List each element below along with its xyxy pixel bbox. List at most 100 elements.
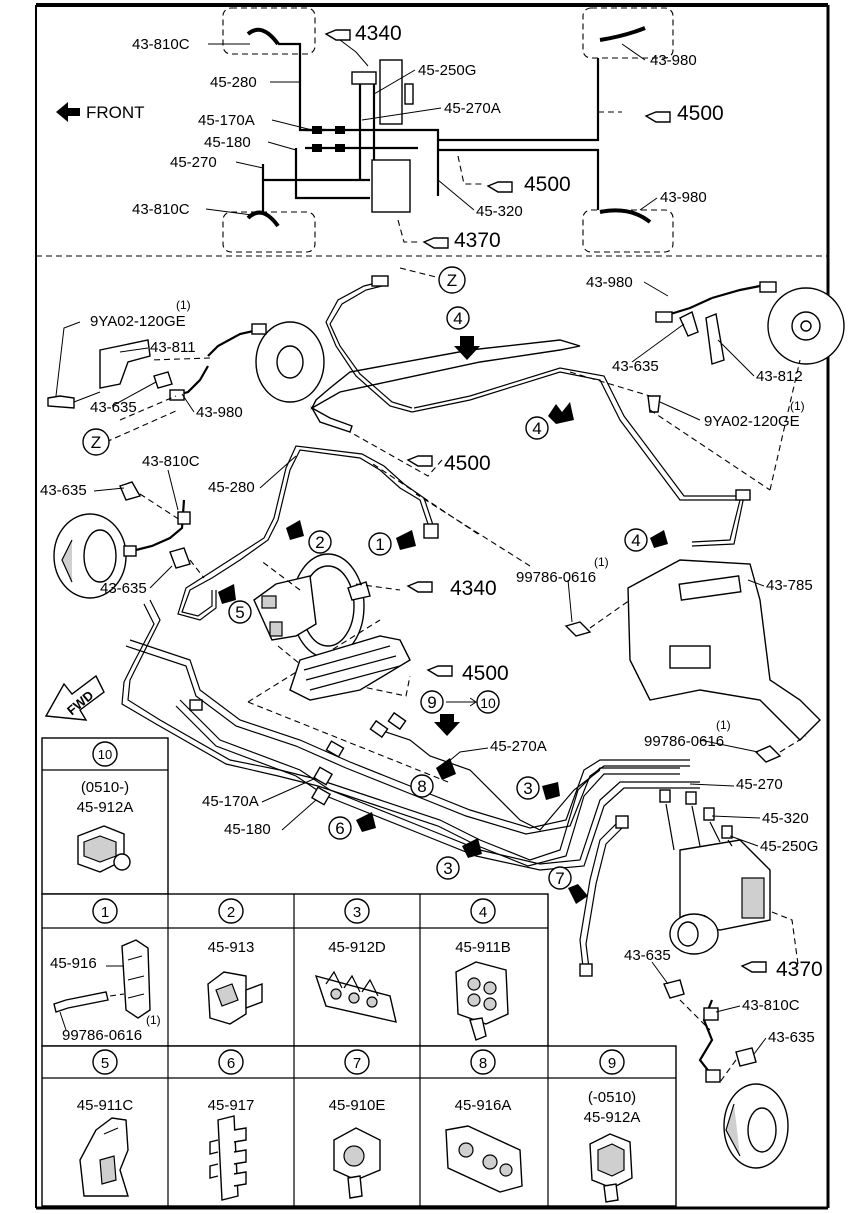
- label-45-250g-main: 45-250G: [760, 838, 818, 855]
- legend-part-8: 45-916A: [455, 1097, 512, 1114]
- qty-99786-b: (1): [716, 718, 731, 732]
- legend-part-4: 45-911B: [455, 939, 511, 956]
- legend-num-9: 9: [608, 1055, 616, 1072]
- legend-num-1: 1: [101, 904, 109, 921]
- arrow-4c: [650, 530, 668, 548]
- bracket-43-812: [705, 313, 725, 365]
- label-43-810c-fr: 43-810C: [742, 997, 800, 1014]
- pipe-45-280: [181, 449, 431, 617]
- pointing-hand-icon: [644, 111, 671, 123]
- ref-4500-main-b: 4500: [462, 662, 509, 685]
- bolt-rl: [47, 395, 75, 409]
- ref-4500-b: 4500: [524, 173, 571, 196]
- legend-num-8: 8: [479, 1055, 487, 1072]
- joint-b: [335, 126, 345, 134]
- legend-num-10: 10: [98, 747, 112, 762]
- label-43-980-right: 43-980: [586, 274, 633, 291]
- joint-d: [335, 144, 345, 152]
- front-label: FRONT: [86, 103, 145, 122]
- legend-part-2: 45-913: [208, 939, 255, 956]
- marker-9: 9: [427, 693, 436, 712]
- clip-43-635-rr: [679, 311, 699, 337]
- hose-front-left: [246, 27, 280, 46]
- legend-num-6: 6: [227, 1055, 235, 1072]
- pointing-hand-icon: [486, 181, 513, 193]
- pipe-rear-right-lower: [579, 819, 621, 977]
- marker-6: 6: [335, 819, 344, 838]
- legend-qualifier-9: (-0510): [588, 1089, 636, 1106]
- arrow-8: [436, 758, 456, 780]
- arrow-4a: [454, 336, 480, 360]
- main-refs: 4500 4340 4500 4370: [406, 452, 823, 981]
- label-43-980-rear: 43-980: [660, 189, 707, 206]
- fitting-rear-left: [371, 275, 389, 287]
- clip-43-635-rl: [153, 371, 173, 389]
- label-43-810c-rear: 43-810C: [132, 201, 190, 218]
- clip-43-635-fl-b: [169, 547, 191, 569]
- ref-4500-main-a: 4500: [444, 452, 491, 475]
- pointing-hand-icon: [422, 237, 449, 249]
- clip-45-910e: [333, 1127, 381, 1199]
- label-45-170a-main: 45-170A: [202, 793, 259, 810]
- label-43-635-e: 43-635: [768, 1029, 815, 1046]
- reservoir: [404, 83, 414, 105]
- label-43-785: 43-785: [766, 577, 813, 594]
- qty-9ya02-r: (1): [790, 399, 805, 413]
- marker-z-top: Z: [447, 271, 457, 290]
- legend-num-5: 5: [101, 1055, 109, 1072]
- hose-rear-left: [246, 210, 280, 228]
- hose-rear-left: [207, 328, 259, 357]
- legend-num-4: 4: [479, 904, 487, 921]
- marker-4a: 4: [453, 309, 462, 328]
- label-43-812: 43-812: [756, 368, 803, 385]
- legend-part-10: 45-912A: [77, 799, 134, 816]
- shield-43-785: [627, 559, 821, 741]
- legend-part-5: 45-911C: [77, 1097, 134, 1114]
- label-45-180-main: 45-180: [224, 821, 271, 838]
- wheel-front-left: [222, 7, 316, 55]
- pipe-bundle-c: [179, 699, 700, 865]
- marker-2: 2: [315, 533, 324, 552]
- marker-8: 8: [417, 777, 426, 796]
- label-43-810c-front: 43-810C: [142, 453, 200, 470]
- legend-num-7: 7: [353, 1055, 361, 1072]
- bolt-99786-a: [564, 621, 592, 637]
- master-cylinder: [379, 59, 403, 125]
- marker-4b: 4: [532, 419, 541, 438]
- legend-part-1: 45-916: [50, 955, 97, 972]
- arrow-2: [286, 520, 304, 540]
- arrow-9: [434, 714, 460, 736]
- clip-43-635-fl-a: [119, 481, 142, 501]
- label-43-635-b: 43-635: [40, 482, 87, 499]
- pipe-45-180-top: [294, 148, 370, 200]
- pipe-rear-left-upper: [325, 281, 413, 413]
- fwd-arrow-icon: [44, 674, 105, 721]
- label-45-270a: 45-270A: [444, 100, 501, 117]
- clip-45-916a: [445, 1125, 523, 1193]
- mc-port: [351, 71, 377, 85]
- marker-7: 7: [555, 869, 564, 888]
- clip-45-912d: [314, 970, 397, 1023]
- label-43-811: 43-811: [150, 339, 196, 356]
- fitting-45-280: [423, 523, 439, 539]
- arrow-4b: [548, 402, 574, 424]
- label-45-320-main: 45-320: [762, 810, 809, 827]
- clip-43-635-fr-b: [735, 1047, 757, 1067]
- marker-5: 5: [235, 603, 244, 622]
- arrow-3b: [462, 838, 482, 858]
- clip-45-916: [53, 939, 151, 1031]
- label-43-810c: 43-810C: [132, 36, 190, 53]
- marker-10: 10: [480, 695, 496, 711]
- arrow-3a: [542, 782, 560, 800]
- legend-bolt-1: 99786-0616: [62, 1027, 142, 1044]
- ref-4370-main: 4370: [776, 958, 823, 981]
- label-45-270a-main: 45-270A: [490, 738, 547, 755]
- pipe-rear-right-upper: [411, 371, 741, 543]
- legend-part-3: 45-912D: [328, 939, 386, 956]
- marker-z-left: Z: [91, 433, 101, 452]
- marker-3b: 3: [443, 859, 452, 878]
- label-43-980: 43-980: [650, 52, 697, 69]
- arrow-5: [218, 584, 236, 604]
- legend-part-6: 45-917: [208, 1097, 255, 1114]
- clip-45-917: [209, 1115, 247, 1201]
